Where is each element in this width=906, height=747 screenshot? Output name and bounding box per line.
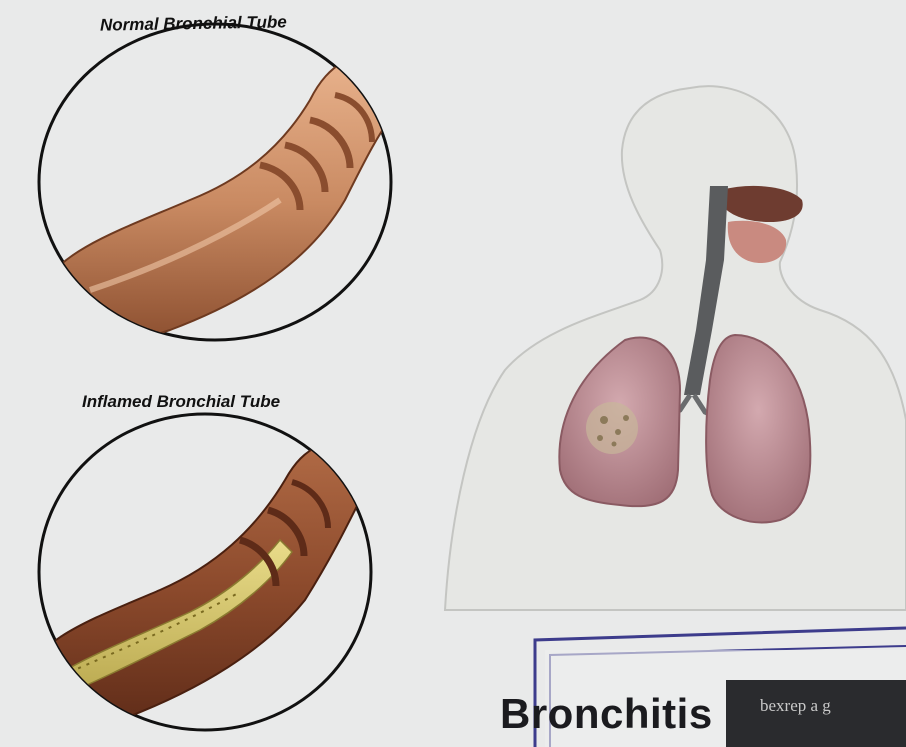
- diagram-title: Bronchitis: [500, 690, 713, 738]
- normal-tube-label: Normal Bronchial Tube: [100, 12, 287, 35]
- caption-box: bexrep a g: [726, 680, 906, 747]
- human-respiratory-system-illustration: [445, 86, 906, 610]
- normal-bronchial-tube-illustration: [39, 24, 400, 347]
- body-silhouette: [445, 86, 906, 610]
- inflammation-spot: [586, 402, 638, 454]
- inflamed-bronchial-tube-illustration: [20, 414, 371, 730]
- inflamed-tube-label: Inflamed Bronchial Tube: [82, 392, 280, 412]
